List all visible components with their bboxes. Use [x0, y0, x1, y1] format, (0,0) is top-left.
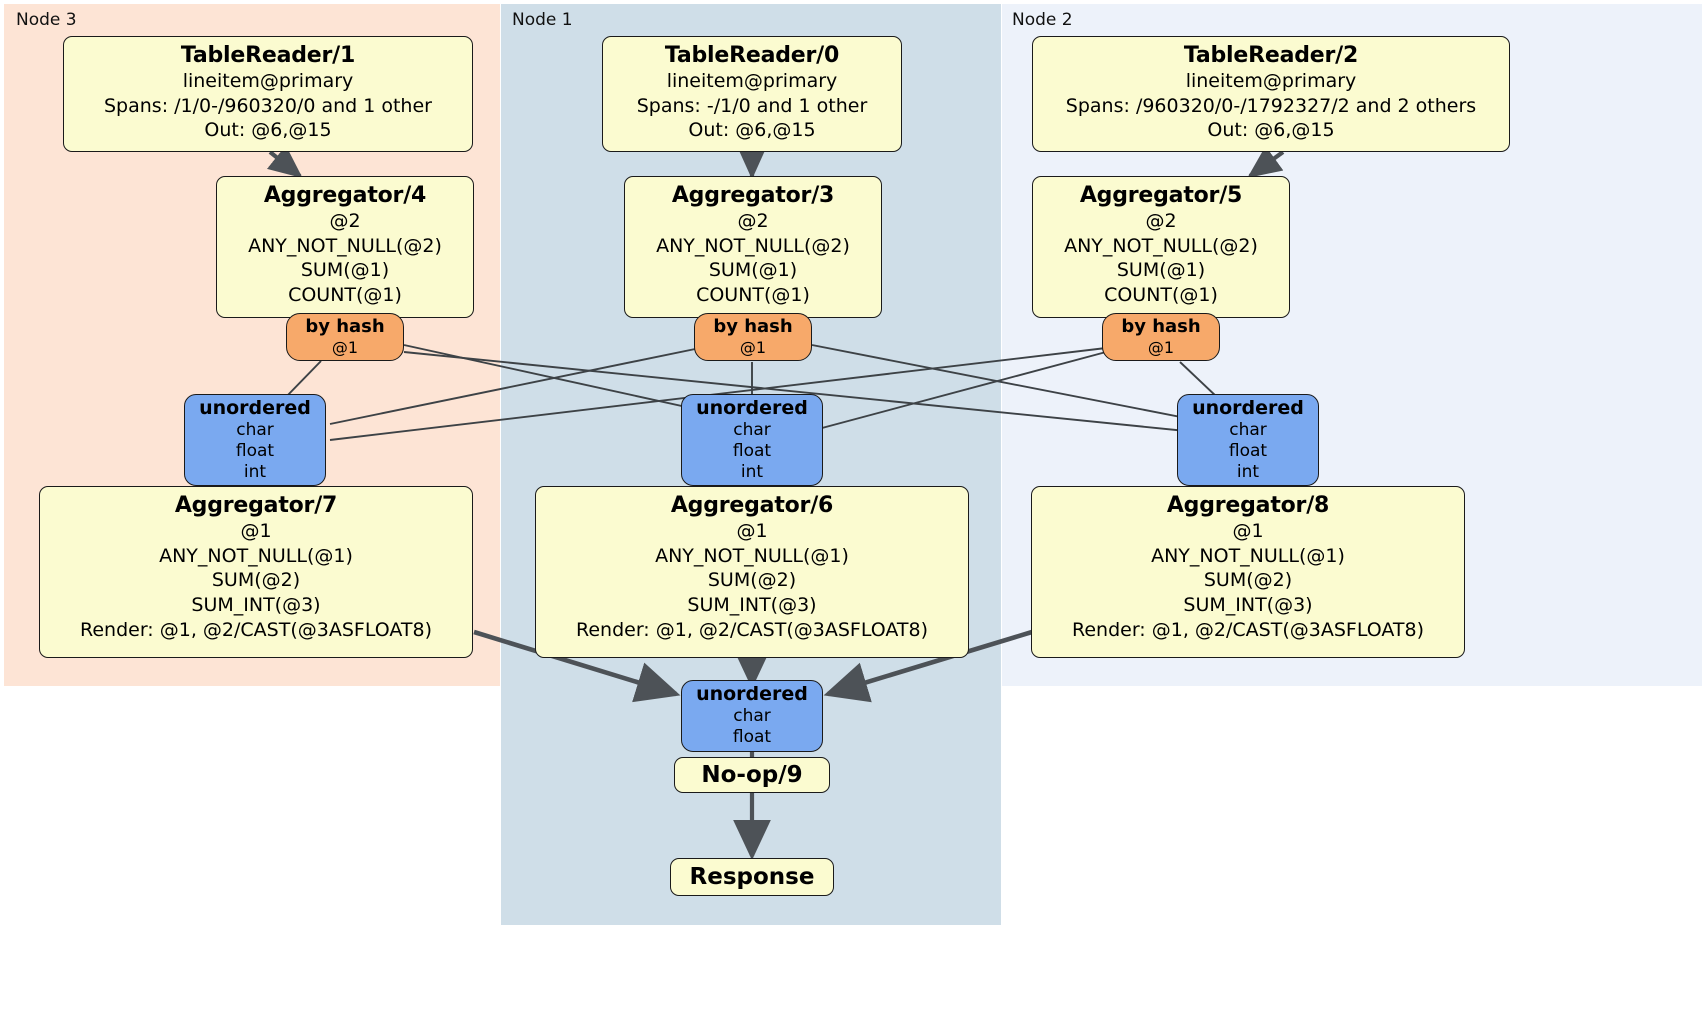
synchronizer-unordered-final[interactable]: unordered char float [681, 680, 823, 752]
aggregator-4-title: Aggregator/4 [263, 183, 427, 208]
unordered-6-line-0: char [733, 419, 771, 440]
unordered-7-line-2: int [243, 462, 267, 483]
unordered-final-line-0: char [733, 706, 771, 727]
router-by-hash-aggregator-5[interactable]: by hash @1 [1102, 313, 1220, 361]
aggregator-6-line-4: Render: @1, @2/CAST(@3ASFLOAT8) [576, 618, 928, 641]
tablereader-1-line-1: Spans: /1/0-/960320/0 and 1 other [104, 94, 432, 117]
aggregator-8-title: Aggregator/8 [1166, 493, 1330, 518]
panel-node-3-label: Node 3 [16, 10, 77, 30]
router-by-hash-aggregator-4[interactable]: by hash @1 [286, 313, 404, 361]
tablereader-1-line-0: lineitem@primary [182, 69, 354, 92]
aggregator-6-title: Aggregator/6 [670, 493, 834, 518]
aggregator-7-line-1: ANY_NOT_NULL(@1) [159, 544, 353, 567]
tablereader-2-title: TableReader/2 [1183, 43, 1359, 68]
aggregator-8-line-3: SUM_INT(@3) [1183, 594, 1313, 617]
tablereader-2-line-1: Spans: /960320/0-/1792327/2 and 2 others [1065, 94, 1477, 117]
by-hash-3-title: by hash [713, 316, 793, 338]
by-hash-5-title: by hash [1121, 316, 1201, 338]
aggregator-5-line-3: COUNT(@1) [1104, 284, 1218, 307]
aggregator-3-line-1: ANY_NOT_NULL(@2) [656, 234, 850, 257]
panel-node-1-label: Node 1 [512, 10, 573, 30]
unordered-6-line-1: float [732, 440, 772, 461]
processor-aggregator-6[interactable]: Aggregator/6 @1 ANY_NOT_NULL(@1) SUM(@2)… [535, 486, 969, 658]
by-hash-4-line-0: @1 [331, 337, 359, 357]
processor-aggregator-8[interactable]: Aggregator/8 @1 ANY_NOT_NULL(@1) SUM(@2)… [1031, 486, 1465, 658]
aggregator-5-title: Aggregator/5 [1079, 183, 1243, 208]
aggregator-8-line-1: ANY_NOT_NULL(@1) [1151, 544, 1345, 567]
processor-tablereader-1[interactable]: TableReader/1 lineitem@primary Spans: /1… [63, 36, 473, 152]
processor-tablereader-0[interactable]: TableReader/0 lineitem@primary Spans: -/… [602, 36, 902, 152]
processor-aggregator-7[interactable]: Aggregator/7 @1 ANY_NOT_NULL(@1) SUM(@2)… [39, 486, 473, 658]
tablereader-0-line-1: Spans: -/1/0 and 1 other [636, 94, 868, 117]
aggregator-7-line-4: Render: @1, @2/CAST(@3ASFLOAT8) [80, 618, 432, 641]
by-hash-5-line-0: @1 [1147, 337, 1175, 357]
aggregator-3-title: Aggregator/3 [671, 183, 835, 208]
aggregator-4-line-3: COUNT(@1) [288, 284, 402, 307]
aggregator-7-line-2: SUM(@2) [211, 569, 301, 592]
response-title: Response [689, 863, 815, 890]
processor-aggregator-4[interactable]: Aggregator/4 @2 ANY_NOT_NULL(@2) SUM(@1)… [216, 176, 474, 318]
aggregator-8-line-2: SUM(@2) [1203, 569, 1293, 592]
unordered-final-title: unordered [696, 683, 808, 706]
aggregator-4-line-1: ANY_NOT_NULL(@2) [248, 234, 442, 257]
unordered-8-title: unordered [1192, 396, 1304, 419]
processor-response[interactable]: Response [670, 858, 834, 896]
tablereader-2-line-2: Out: @6,@15 [1207, 119, 1335, 142]
processor-aggregator-5[interactable]: Aggregator/5 @2 ANY_NOT_NULL(@2) SUM(@1)… [1032, 176, 1290, 318]
aggregator-4-line-0: @2 [329, 209, 361, 232]
tablereader-0-line-0: lineitem@primary [666, 69, 838, 92]
tablereader-2-line-0: lineitem@primary [1185, 69, 1357, 92]
tablereader-0-title: TableReader/0 [664, 43, 840, 68]
aggregator-6-line-2: SUM(@2) [707, 569, 797, 592]
panel-node-2-label: Node 2 [1012, 10, 1073, 30]
router-by-hash-aggregator-3[interactable]: by hash @1 [694, 313, 812, 361]
aggregator-4-line-2: SUM(@1) [300, 259, 390, 282]
by-hash-3-line-0: @1 [739, 337, 767, 357]
aggregator-3-line-0: @2 [737, 209, 769, 232]
synchronizer-unordered-aggregator-8[interactable]: unordered char float int [1177, 394, 1319, 486]
unordered-final-line-1: float [732, 727, 772, 748]
no-op-9-title: No-op/9 [701, 761, 803, 788]
tablereader-1-title: TableReader/1 [180, 43, 356, 68]
processor-aggregator-3[interactable]: Aggregator/3 @2 ANY_NOT_NULL(@2) SUM(@1)… [624, 176, 882, 318]
unordered-7-title: unordered [199, 396, 311, 419]
aggregator-6-line-1: ANY_NOT_NULL(@1) [655, 544, 849, 567]
by-hash-4-title: by hash [305, 316, 385, 338]
aggregator-7-line-0: @1 [240, 519, 272, 542]
aggregator-5-line-2: SUM(@1) [1116, 259, 1206, 282]
unordered-7-line-0: char [236, 419, 274, 440]
aggregator-6-line-0: @1 [736, 519, 768, 542]
aggregator-7-line-3: SUM_INT(@3) [191, 594, 321, 617]
aggregator-6-line-3: SUM_INT(@3) [687, 594, 817, 617]
processor-no-op-9[interactable]: No-op/9 [674, 757, 830, 793]
unordered-8-line-0: char [1229, 419, 1267, 440]
unordered-7-line-1: float [235, 440, 275, 461]
tablereader-0-line-2: Out: @6,@15 [688, 119, 816, 142]
synchronizer-unordered-aggregator-6[interactable]: unordered char float int [681, 394, 823, 486]
aggregator-7-title: Aggregator/7 [174, 493, 338, 518]
aggregator-8-line-0: @1 [1232, 519, 1264, 542]
unordered-6-title: unordered [696, 396, 808, 419]
aggregator-3-line-3: COUNT(@1) [696, 284, 810, 307]
processor-tablereader-2[interactable]: TableReader/2 lineitem@primary Spans: /9… [1032, 36, 1510, 152]
aggregator-3-line-2: SUM(@1) [708, 259, 798, 282]
unordered-8-line-2: int [1236, 462, 1260, 483]
aggregator-5-line-0: @2 [1145, 209, 1177, 232]
synchronizer-unordered-aggregator-7[interactable]: unordered char float int [184, 394, 326, 486]
tablereader-1-line-2: Out: @6,@15 [204, 119, 332, 142]
unordered-6-line-2: int [740, 462, 764, 483]
aggregator-8-line-4: Render: @1, @2/CAST(@3ASFLOAT8) [1072, 618, 1424, 641]
unordered-8-line-1: float [1228, 440, 1268, 461]
aggregator-5-line-1: ANY_NOT_NULL(@2) [1064, 234, 1258, 257]
